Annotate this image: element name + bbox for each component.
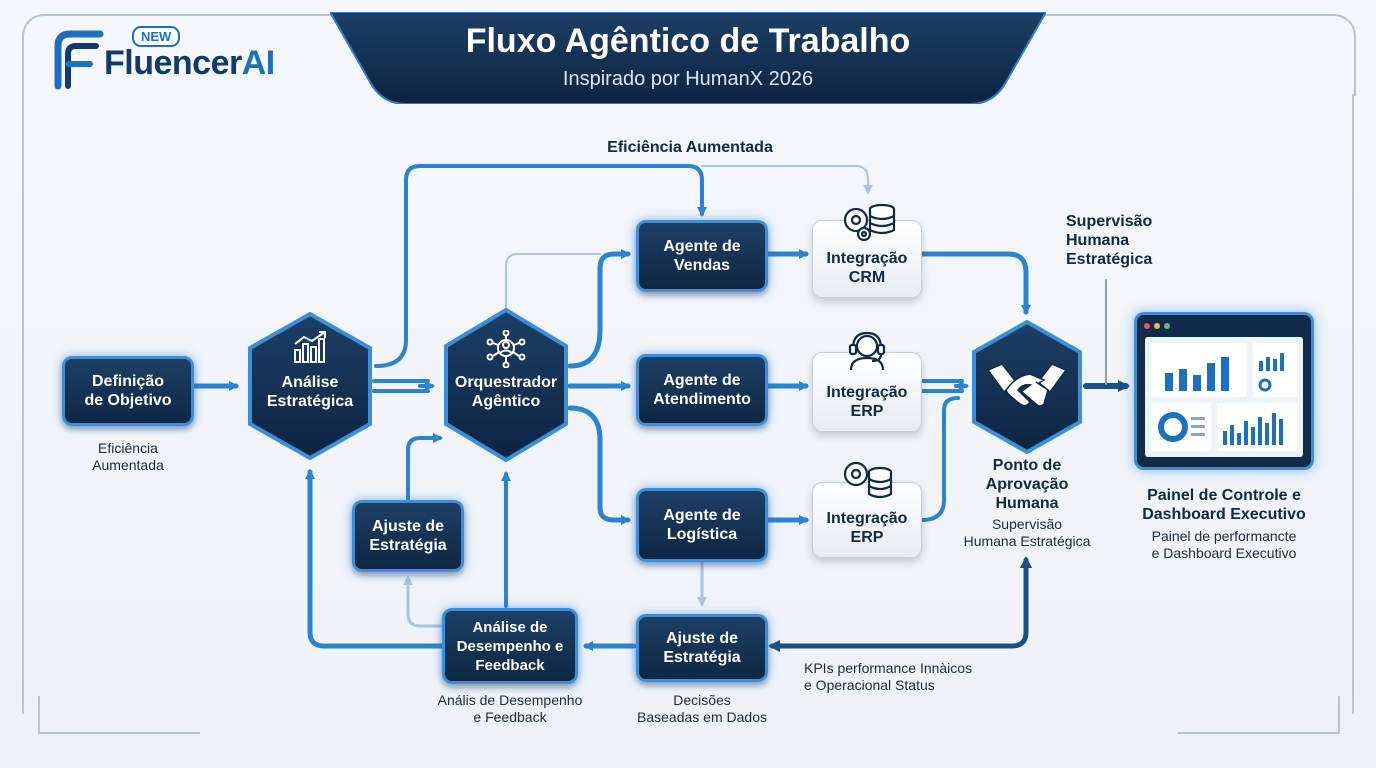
caption-ponto-aprovacao: Supervisão Humana Estratégica (963, 516, 1091, 549)
node-analise-estrategica-label: Análise Estratégica (266, 374, 354, 410)
arrow-ajuste-left-orq (406, 433, 443, 502)
arrow-orq-logistica (567, 405, 631, 525)
page-subtitle: Inspirado por HumanX 2026 (562, 68, 814, 90)
caption-painel: Painel de performancte e Dashboard Execu… (1151, 528, 1297, 561)
arrow-erp2-ponto (920, 396, 960, 522)
node-ajuste-estrategia-bottom[interactable]: Ajuste de Estratégia (636, 614, 768, 682)
arrow-kpi-line (773, 556, 1032, 649)
label-supervisao-top: Supervisão Humana Estratégica (1066, 213, 1153, 268)
label-eficiencia-top: Eficiência Aumentada (607, 139, 773, 156)
gears-database-icon (843, 203, 896, 242)
node-analise-estrategica-shape[interactable] (244, 310, 376, 462)
gears-database-icon-2 (843, 461, 893, 499)
frame-right-side (1352, 94, 1354, 714)
logo-word-main: Fluencer (104, 44, 242, 82)
node-ajuste-estrategia-left[interactable]: Ajuste de Estratégia (352, 500, 464, 572)
logo-wordmark: FluencerAI (104, 44, 275, 83)
arrow-crm-ponto (919, 251, 1031, 315)
node-ponto-aprovacao-label: Ponto de Aprovação Humana (985, 457, 1069, 512)
node-agente-logistica[interactable]: Agente de Logística (636, 488, 768, 562)
node-analise-desempenho[interactable]: Análise de Desempenho e Feedback (442, 608, 578, 684)
arrow-orq-vendas (567, 249, 631, 369)
logo-word-accent: AI (241, 44, 276, 82)
caption-ajuste-bottom: Decisões Baseadas em Dados (637, 692, 767, 725)
node-orquestrador-label: Orquestrador Agêntico (454, 374, 558, 410)
arrow-light-orq-top (505, 253, 601, 311)
arrow-desemp-ajuste-left (403, 575, 444, 628)
caption-kpis: KPIs performance Innàicos e Operacional … (804, 660, 973, 693)
page-title: Fluxo Agêntico de Trabalho (465, 22, 911, 60)
node-agente-vendas[interactable]: Agente de Vendas (636, 220, 768, 292)
node-ponto-aprovacao-shape[interactable] (968, 318, 1086, 456)
network-person-icon (486, 330, 526, 368)
arrow-analise-orquestrador (372, 379, 430, 393)
arrow-desemp-analise (305, 469, 445, 649)
handshake-icon (986, 363, 1068, 407)
arrow-analise-top-loop (374, 164, 707, 368)
logo-f-icon (54, 30, 104, 90)
arrow-erp-ponto (920, 379, 964, 393)
arrow-light-crm (701, 165, 873, 195)
node-agente-atendimento[interactable]: Agente de Atendimento (636, 354, 768, 426)
frame-top-right (1024, 14, 1356, 96)
frame-top-left (22, 14, 354, 96)
chart-growth-icon (294, 331, 326, 363)
node-painel-label: Painel de Controle e Dashboard Executivo (1142, 487, 1306, 523)
frame-left-side (22, 94, 24, 714)
node-definicao-objetivo[interactable]: Definição de Objetivo (62, 356, 194, 426)
caption-analise-desempenho: Anális de Desempenho e Feedback (437, 692, 583, 725)
caption-definicao: Eficiência Aumentada (92, 440, 164, 473)
node-orquestrador-shape[interactable] (440, 306, 572, 464)
node-integracao-erp-2[interactable]: Integração ERP (812, 482, 922, 558)
dashboard-screen-icon (1134, 312, 1314, 470)
frame-bottom-left (38, 696, 200, 734)
headset-agent-icon (848, 331, 886, 371)
title-banner (330, 12, 1046, 104)
logo-new-badge: NEW (132, 26, 181, 47)
frame-bottom-right (1178, 696, 1340, 734)
